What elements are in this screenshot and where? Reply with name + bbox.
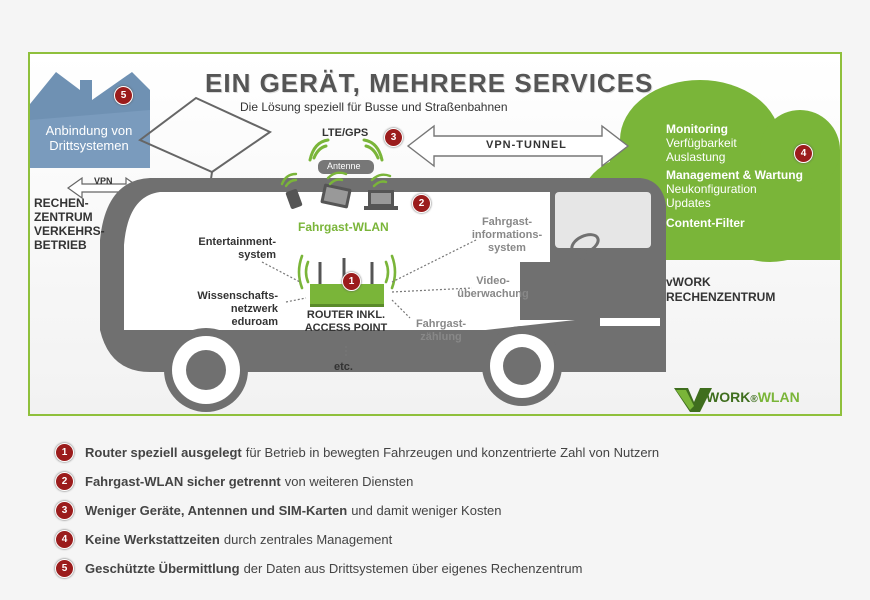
page-title: EIN GERÄT, MEHRERE SERVICES [205,68,654,98]
vwork-datacenter-label: vWORK RECHENZENTRUM [666,275,776,304]
cloud-line-verfuegbarkeit: Verfügbarkeit [666,136,737,150]
benefit-item: 2 Fahrgast-WLAN sicher getrennt von weit… [55,467,659,496]
vpn-tunnel-arrow [406,124,630,168]
service-wissenschaftsnetzwerk: Wissenschafts- netzwerk eduroam [197,290,278,328]
badge-2: 2 [412,194,431,213]
benefit-text: und damit weniger Kosten [351,503,502,518]
service-videoueberwachung: Video- überwachung [457,275,529,300]
router-signal-icon [297,254,397,290]
benefit-badge: 3 [55,501,74,520]
badge-3: 3 [384,128,403,147]
benefit-text: für Betrieb in bewegten Fahrzeugen und k… [245,445,660,460]
benefit-bold: Weniger Geräte, Antennen und SIM-Karten [85,503,348,518]
tablet-icon [320,183,352,209]
bus-wheel-rear [164,328,248,412]
benefit-text: der Daten aus Drittsystemen über eigenes… [243,561,583,576]
benefit-bold: Keine Werkstattzeiten [85,532,220,547]
logo-wlan: WLAN [757,389,800,405]
house-shape [30,72,150,168]
benefit-bold: Geschützte Übermittlung [85,561,240,576]
service-entertainment: Entertainment- system [198,236,276,261]
page-subtitle: Die Lösung speziell für Busse und Straße… [240,100,508,114]
benefit-badge: 2 [55,472,74,491]
house-label: Anbindung von Drittsystemen [45,123,133,153]
cloud-services: Monitoring Verfügbarkeit Auslastung Mana… [666,122,803,230]
benefit-item: 5 Geschützte Übermittlung der Daten aus … [55,554,659,583]
service-fahrgastzaehlung: Fahrgast- zählung [415,318,467,343]
lte-gps-label: LTE/GPS [322,127,369,139]
vwork-logo-mark [674,388,712,412]
router-label: ROUTER INKL. ACCESS POINT [304,309,388,334]
service-fahrgastinformation: Fahrgast- informations- system [471,216,543,254]
benefit-text: durch zentrales Management [223,532,393,547]
cloud-line-updates: Updates [666,196,711,210]
benefit-item: 4 Keine Werkstattzeiten durch zentrales … [55,525,659,554]
cloud-line-neukonfiguration: Neukonfiguration [666,182,757,196]
cloud-heading-management: Management & Wartung [666,168,803,182]
roof-antenna-plate [138,96,273,174]
vpn-small-label: VPN [94,176,113,186]
benefit-text: von weiteren Diensten [284,474,414,489]
cloud-heading-content-filter: Content-Filter [666,216,745,230]
etc-label: etc. [334,361,353,373]
vwork-logo: WORK®WLAN [706,389,800,405]
antenna-label: Antenne [327,161,361,171]
logo-work: WORK [706,389,751,405]
vpn-tunnel-label: VPN-TUNNEL [486,139,567,151]
fahrgast-wlan-label: Fahrgast-WLAN [298,220,389,234]
cloud-line-auslastung: Auslastung [666,150,726,164]
benefit-badge: 5 [55,559,74,578]
cloud-heading-monitoring: Monitoring [666,122,728,136]
router-device [310,258,384,307]
antenna-box [318,160,374,174]
benefits-list: 1 Router speziell ausgelegt für Betrieb … [55,438,659,583]
antenna-signal-icon [308,138,384,162]
devices-signal-icon [280,171,392,188]
bus-wheel-front [482,326,562,406]
benefit-item: 1 Router speziell ausgelegt für Betrieb … [55,438,659,467]
operator-datacenter-label: RECHEN- ZENTRUM VERKEHRS- BETRIEB [34,196,105,252]
badge-4: 4 [794,144,813,163]
benefit-badge: 4 [55,530,74,549]
phone-icon [285,189,303,209]
connector-lines [261,239,477,358]
benefit-bold: Router speziell ausgelegt [85,445,242,460]
benefit-bold: Fahrgast-WLAN sicher getrennt [85,474,281,489]
benefit-item: 3 Weniger Geräte, Antennen und SIM-Karte… [55,496,659,525]
badge-5: 5 [114,86,133,105]
laptop-icon [364,190,398,210]
benefit-badge: 1 [55,443,74,462]
badge-1: 1 [342,272,361,291]
